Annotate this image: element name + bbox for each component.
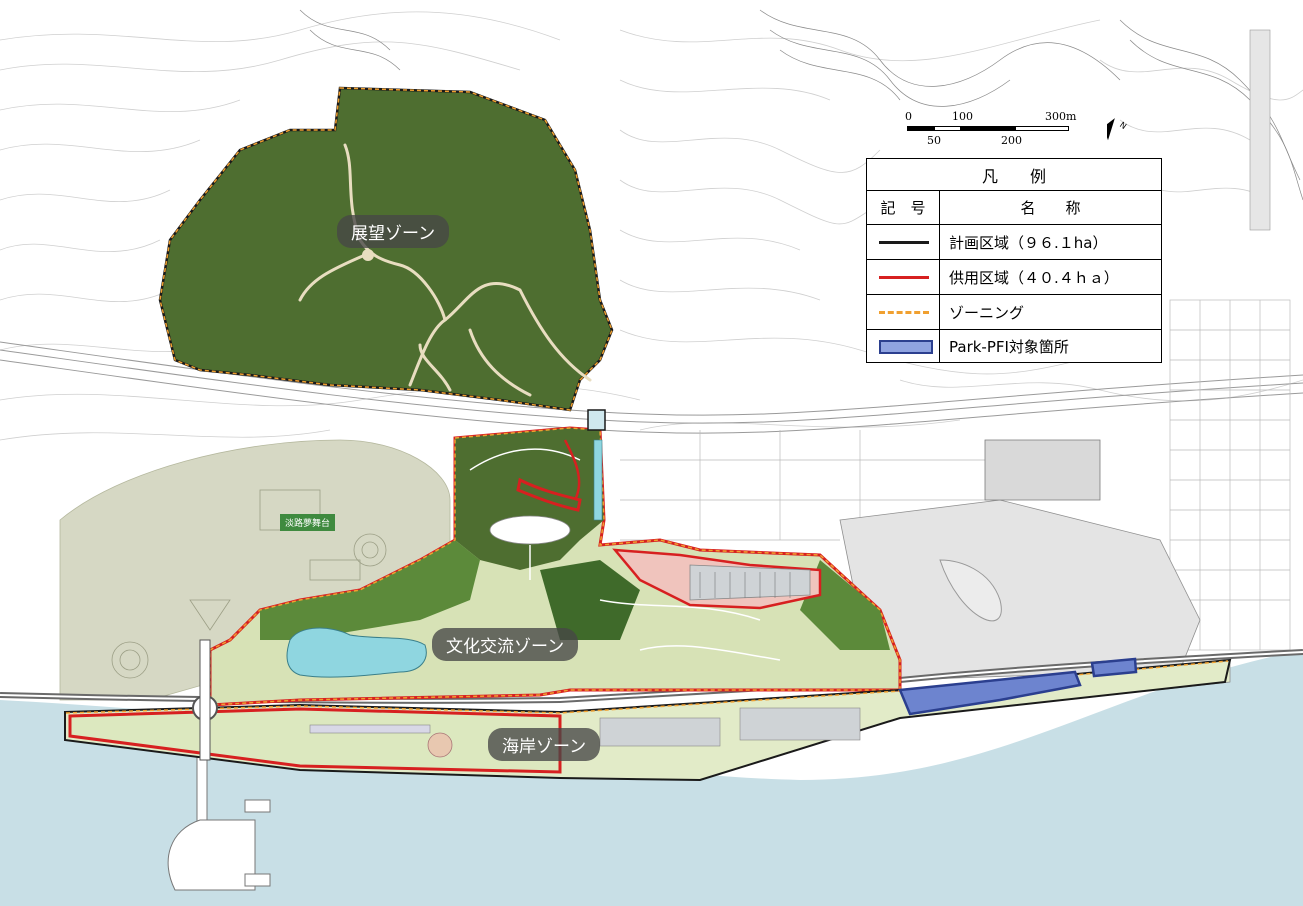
red-trail-north (563, 439, 581, 501)
bunka-forest-east (800, 560, 890, 650)
legend-header-row: 記 号 名 称 (867, 190, 1161, 224)
legend-symbol-plan (867, 225, 940, 259)
legend-name-pfi: Park-PFI対象箇所 (949, 337, 1069, 356)
tenbo-zoning-line (159, 87, 613, 411)
legend-row-pfi: Park-PFI対象箇所 (867, 329, 1161, 362)
legend-title: 凡 例 (981, 166, 1046, 186)
legend-symbol-pfi (867, 330, 940, 362)
legend-row-plan: 計画区域（９６.１ha） (867, 224, 1161, 259)
bunka-trails (469, 448, 781, 661)
lawn-plaza (489, 515, 571, 545)
zone-connector (587, 409, 606, 431)
pond (286, 627, 427, 678)
coastal-paved-1 (599, 717, 721, 747)
legend-row-zoning: ゾーニング (867, 294, 1161, 329)
tenbo-zone-label: 展望ゾーン (337, 215, 450, 248)
residential-grid (620, 299, 1291, 651)
legend-blue-box (879, 340, 933, 354)
map-legend: 凡 例 記 号 名 称 計画区域（９６.１ha） 供用区域（４０.４ｈａ） ゾー… (866, 158, 1162, 363)
kaigan-zone-label: 海岸ゾーン (488, 728, 601, 761)
legend-col-name: 名 称 (1020, 199, 1081, 217)
legend-symbol-zoning (867, 295, 940, 329)
scale-seg-4 (1015, 126, 1069, 131)
scale-tick-200: 200 (1001, 134, 1022, 147)
bridge-road (199, 639, 211, 761)
scale-seg-1 (907, 126, 934, 131)
pier (167, 739, 271, 891)
coastal-walkway (309, 724, 431, 734)
coastal-road-inner (0, 651, 1303, 702)
coastal-paved-2 (739, 707, 861, 741)
viewpoint-marker (362, 249, 374, 261)
legend-name-plan: 計画区域（９６.１ha） (949, 233, 1108, 252)
legend-row-open: 供用区域（４０.４ｈａ） (867, 259, 1161, 294)
industrial-ring (939, 559, 1002, 622)
legend-col-symbol: 記 号 (867, 191, 940, 224)
legend-black-line (879, 241, 929, 244)
legend-red-line (879, 276, 929, 279)
coastal-plaza (427, 732, 453, 758)
scale-tick-50: 50 (927, 134, 941, 147)
kaigan-zoning-line (65, 660, 1229, 714)
legend-symbol-open (867, 260, 940, 294)
bunka-forest-center (540, 560, 640, 640)
legend-name-open: 供用区域（４０.４ｈａ） (949, 268, 1119, 287)
stream (593, 439, 603, 521)
yumebutai-label: 淡路夢舞台 (280, 514, 336, 531)
red-trail-loop (516, 477, 582, 512)
legend-name-zoning: ゾーニング (949, 303, 1025, 322)
building-strip (1249, 29, 1271, 231)
bunka-zoning-line (209, 427, 901, 706)
legend-orange-dash (879, 311, 929, 314)
scale-tick-0: 0 (905, 110, 912, 123)
industrial-building (984, 439, 1101, 501)
scale-tick-300: 300m (1045, 110, 1077, 123)
tenbo-trails (298, 143, 592, 397)
svg-text:N: N (1118, 120, 1128, 131)
scale-seg-3 (961, 126, 1015, 131)
bunka-zone-label: 文化交流ゾーン (432, 628, 579, 661)
kaigan-boundary (64, 658, 1232, 782)
bunka-forest-west (260, 540, 480, 640)
pfi-area-1 (898, 670, 1082, 716)
scale-tick-100: 100 (952, 110, 973, 123)
parking-lot (689, 564, 811, 601)
scale-bar: 0 100 300m 50 200 (897, 110, 1107, 150)
pfi-area-2 (1090, 657, 1138, 678)
scale-seg-2 (934, 126, 961, 131)
parking-rows (699, 572, 791, 598)
